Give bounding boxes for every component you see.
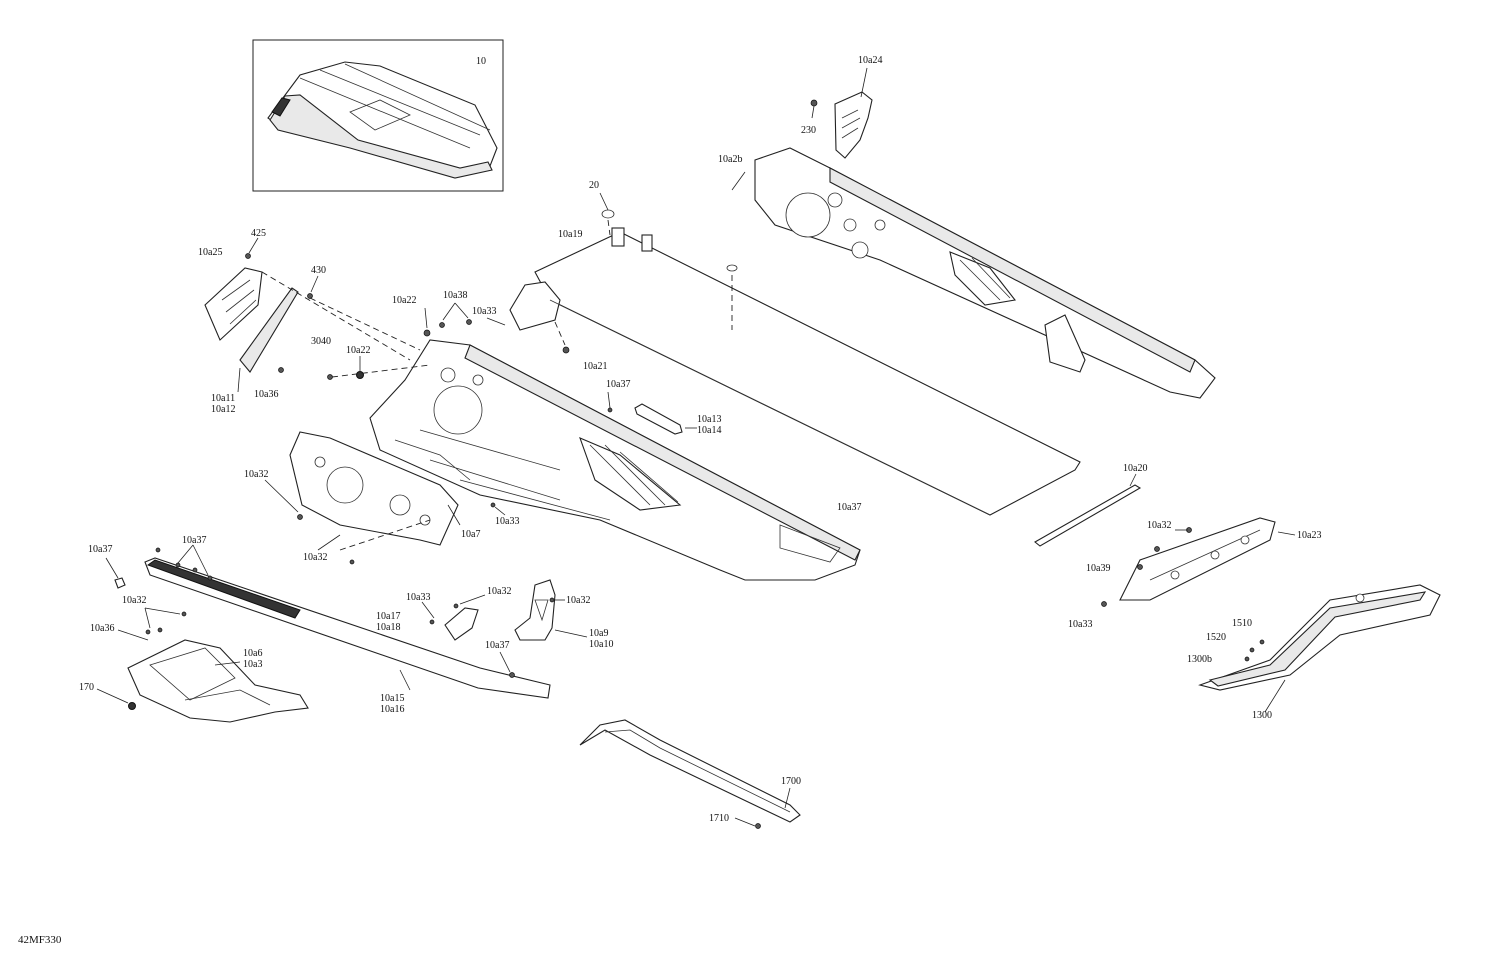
part-right-tunnel-side (731, 147, 1216, 399)
callout-10a37-left: 10a37 (88, 544, 113, 555)
callout-10a3: 10a3 (243, 659, 263, 670)
callout-10a14: 10a14 (697, 425, 722, 436)
part-10a24-bracket (810, 67, 873, 159)
callout-10a12: 10a12 (211, 404, 236, 415)
part-10a7-plate (264, 431, 506, 565)
callout-10a24: 10a24 (858, 55, 883, 66)
part-10a20-strip (1034, 473, 1142, 547)
callout-10a22-top: 10a22 (392, 295, 417, 306)
callout-10a10: 10a10 (589, 639, 614, 650)
callout-10a16: 10a16 (380, 704, 405, 715)
callout-10a37-right: 10a37 (837, 502, 862, 513)
callout-230: 230 (801, 125, 816, 136)
callout-20: 20 (589, 180, 599, 191)
callout-10a36-lower: 10a36 (90, 623, 115, 634)
callout-10a33-bracket: 10a33 (406, 592, 431, 603)
callout-10a32-right: 10a32 (1147, 520, 1172, 531)
callout-10a9-10a10: 10a9 10a10 (589, 628, 613, 650)
part-10a23-crossbar (1101, 517, 1296, 607)
callout-10a37-mid: 10a37 (606, 379, 631, 390)
callout-10a22-mid: 10a22 (346, 345, 371, 356)
callout-10a18: 10a18 (376, 622, 401, 633)
callout-425: 425 (251, 228, 266, 239)
callout-10a37-low: 10a37 (485, 640, 510, 651)
callout-10a20: 10a20 (1123, 463, 1148, 474)
callout-10a25: 10a25 (198, 247, 223, 258)
callout-1710: 1710 (709, 813, 729, 824)
callout-10a36-top: 10a36 (254, 389, 279, 400)
part-10a9-plate (514, 579, 588, 641)
callout-1510: 1510 (1232, 618, 1252, 629)
callout-10a33-top: 10a33 (472, 306, 497, 317)
callout-10a33-right: 10a33 (1068, 619, 1093, 630)
callout-10a13: 10a13 (697, 414, 722, 425)
callout-10a38: 10a38 (443, 290, 468, 301)
callout-1520: 1520 (1206, 632, 1226, 643)
part-10a15-rail (105, 544, 551, 699)
inset-assembly (252, 39, 504, 192)
inset-label: 10 (476, 56, 486, 67)
callout-10a32-bracket: 10a32 (487, 586, 512, 597)
callout-10a2b: 10a2b (718, 154, 743, 165)
callout-1700: 1700 (781, 776, 801, 787)
part-10a25-bracket (204, 237, 421, 393)
part-10a13-link (634, 403, 697, 435)
figure-id: 42MF330 (18, 934, 62, 946)
callout-10a33-mid: 10a33 (495, 516, 520, 527)
callout-10a15: 10a15 (380, 693, 405, 704)
part-10a6-skid-plate (96, 607, 309, 723)
callout-10a13-10a14: 10a13 10a14 (697, 414, 721, 436)
callout-10a9: 10a9 (589, 628, 609, 639)
callout-1300: 1300 (1252, 710, 1272, 721)
callout-10a32-left: 10a32 (244, 469, 269, 480)
callout-10a11-10a12: 10a11 10a12 (211, 393, 235, 415)
callout-10a19: 10a19 (558, 229, 583, 240)
callout-10a7: 10a7 (461, 529, 481, 540)
callout-10a23: 10a23 (1297, 530, 1322, 541)
callout-10a37-rail: 10a37 (182, 535, 207, 546)
callout-10a21: 10a21 (583, 361, 608, 372)
callout-430: 430 (311, 265, 326, 276)
callout-10a32-lower: 10a32 (122, 595, 147, 606)
callout-3040: 3040 (311, 336, 331, 347)
part-10a17-bracket (421, 594, 486, 641)
callout-10a17: 10a17 (376, 611, 401, 622)
callout-10a32-bottom: 10a32 (303, 552, 328, 563)
callout-10a11: 10a11 (211, 393, 236, 404)
callout-170: 170 (79, 682, 94, 693)
callout-10a17-10a18: 10a17 10a18 (376, 611, 400, 633)
callout-10a15-10a16: 10a15 10a16 (380, 693, 404, 715)
callout-1300b: 1300b (1187, 654, 1212, 665)
callout-10a39: 10a39 (1086, 563, 1111, 574)
callout-10a32-plate: 10a32 (566, 595, 591, 606)
part-1300-bumper (1198, 584, 1441, 713)
part-1700-runner (579, 719, 801, 829)
part-left-tunnel-side (327, 302, 861, 581)
callout-10a6-10a3: 10a6 10a3 (243, 648, 262, 670)
callout-10a6: 10a6 (243, 648, 263, 659)
